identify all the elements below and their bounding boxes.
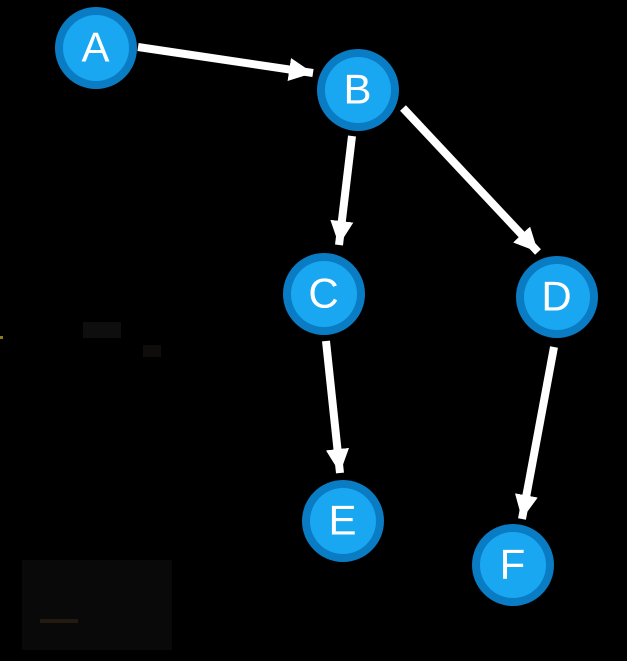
edge-B-C-arrow — [330, 135, 356, 246]
faint-artifact — [22, 560, 172, 650]
node-label: F — [500, 541, 527, 588]
node-label: C — [308, 270, 339, 317]
node-body — [524, 264, 590, 330]
node-label: B — [343, 66, 372, 113]
graph-node-C[interactable]: C — [283, 253, 365, 335]
edge-B-D-arrow — [400, 105, 541, 255]
graph-node-A[interactable]: A — [55, 7, 137, 89]
faint-artifact — [83, 322, 121, 338]
edge-D-F-arrow — [514, 346, 558, 520]
node-body — [291, 261, 357, 327]
graph-node-E[interactable]: E — [302, 480, 384, 562]
node-label: E — [328, 497, 357, 544]
graph-node-F[interactable]: F — [472, 524, 554, 606]
faint-artifact — [40, 619, 78, 623]
node-label: D — [541, 273, 572, 320]
node-body — [480, 532, 546, 598]
node-body — [63, 15, 129, 81]
edge-A-B-arrow — [137, 43, 314, 81]
graph-node-D[interactable]: D — [516, 256, 598, 338]
edge-C-E-arrow — [322, 340, 350, 474]
node-body — [310, 488, 376, 554]
node-body — [325, 57, 391, 123]
faint-artifact — [143, 345, 161, 357]
graph-node-B[interactable]: B — [317, 49, 399, 131]
node-label: A — [81, 24, 110, 71]
faint-artifact — [0, 336, 3, 339]
